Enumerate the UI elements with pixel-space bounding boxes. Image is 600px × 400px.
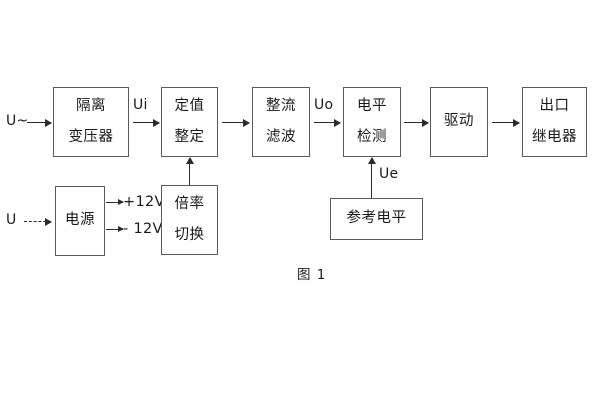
arrow-drive-to-output-relay xyxy=(492,118,520,127)
arrow-power-rail-positive xyxy=(106,199,124,206)
block-level-detection: 电平 检测 xyxy=(343,87,401,157)
arrow-ac-input-to-isolation-transformer xyxy=(27,118,52,127)
block-isolation-transformer-line1: 隔离 xyxy=(76,98,106,115)
arrow-rectifier-filter-to-level-detection xyxy=(314,118,341,127)
power-rail-positive-label: +12V xyxy=(123,194,165,210)
block-reference-level-line1: 参考电平 xyxy=(346,210,407,227)
arrow-dc-input-to-power-supply xyxy=(24,217,52,226)
block-rectifier-filter: 整流 滤波 xyxy=(252,87,310,157)
block-setpoint-adjust: 定值 整定 xyxy=(161,87,218,157)
block-drive: 驱动 xyxy=(430,87,488,157)
block-rectifier-filter-line1: 整流 xyxy=(266,98,296,115)
dc-input-label: U xyxy=(6,212,17,228)
block-output-relay-line2: 继电器 xyxy=(532,128,577,145)
power-rail-negative-label: - 12V xyxy=(123,221,163,237)
block-multiplier-switch-line2: 切换 xyxy=(174,226,205,243)
arrow-setpoint-adjust-to-rectifier-filter xyxy=(222,118,250,127)
figure-caption: 图 1 xyxy=(297,267,327,283)
block-isolation-transformer: 隔离 变压器 xyxy=(53,87,129,157)
block-isolation-transformer-line2: 变压器 xyxy=(68,128,114,145)
block-reference-level: 参考电平 xyxy=(330,198,423,240)
signal-label-ue: Ue xyxy=(379,166,399,182)
block-setpoint-adjust-line1: 定值 xyxy=(174,98,205,115)
arrow-power-rail-negative xyxy=(106,226,124,233)
arrow-level-detection-to-drive xyxy=(404,118,429,127)
block-multiplier-switch-line1: 倍率 xyxy=(174,196,205,213)
block-rectifier-filter-line2: 滤波 xyxy=(266,128,296,145)
block-power-supply-line1: 电源 xyxy=(65,212,95,229)
arrow-reference-level-to-level-detection xyxy=(367,157,376,198)
block-output-relay-line1: 出口 xyxy=(539,98,570,115)
ac-input-label: U~ xyxy=(6,113,29,129)
signal-label-uo: Uo xyxy=(314,97,334,113)
signal-label-ui: Ui xyxy=(133,97,148,113)
block-level-detection-line1: 电平 xyxy=(357,98,387,115)
block-power-supply: 电源 xyxy=(55,186,105,256)
block-setpoint-adjust-line2: 整定 xyxy=(174,128,205,145)
arrow-multiplier-switch-to-setpoint-adjust xyxy=(185,157,194,185)
arrow-isolation-transformer-to-setpoint-adjust xyxy=(133,118,160,127)
block-level-detection-line2: 检测 xyxy=(357,128,387,145)
block-multiplier-switch: 倍率 切换 xyxy=(161,185,218,255)
block-drive-line1: 驱动 xyxy=(444,113,474,130)
block-output-relay: 出口 继电器 xyxy=(522,87,587,157)
